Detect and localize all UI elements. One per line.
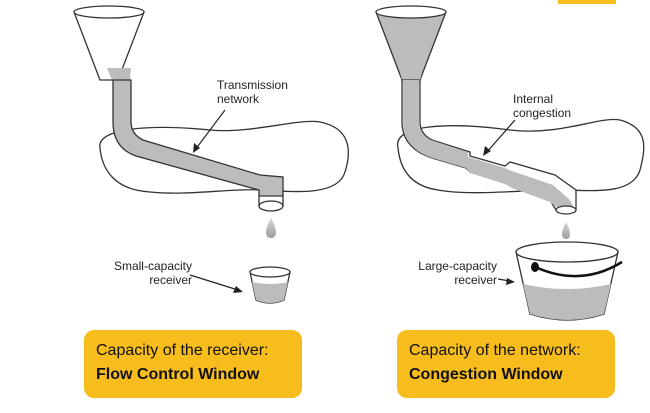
left-caption-line2: Flow Control Window xyxy=(96,366,260,383)
right-congestion-arrow xyxy=(483,119,516,156)
right-caption-box: Capacity of the network: Congestion Wind… xyxy=(397,330,615,398)
right-network-cloud xyxy=(397,118,645,194)
right-receiver-label: Large-capacity receiver xyxy=(404,259,497,287)
left-water-drop xyxy=(266,218,276,238)
left-network-arrow xyxy=(193,109,226,153)
left-caption-box: Capacity of the receiver: Flow Control W… xyxy=(84,330,302,398)
left-caption-line1: Capacity of the receiver: xyxy=(96,342,269,359)
left-network-label-line1: Transmission xyxy=(217,78,288,92)
left-funnel-icon xyxy=(73,5,145,81)
left-pipe xyxy=(112,79,284,212)
left-receiver-label-line1: Small-capacity xyxy=(113,259,192,273)
right-funnel-icon xyxy=(375,5,447,81)
right-receiver-label-line2: receiver xyxy=(454,273,497,287)
right-pipe xyxy=(401,79,577,215)
right-caption-line2: Congestion Window xyxy=(409,366,563,383)
left-network-cloud xyxy=(99,120,349,194)
right-receiver-bucket xyxy=(515,241,623,321)
left-receiver-cup xyxy=(249,266,291,304)
right-congestion-label-line2: congestion xyxy=(513,106,572,120)
left-receiver-label-line2: receiver xyxy=(149,273,192,287)
right-congestion-label: Internal congestion xyxy=(513,92,571,120)
left-receiver-arrow xyxy=(189,274,243,293)
right-water-drop xyxy=(562,222,570,239)
right-receiver-label-line1: Large-capacity xyxy=(418,259,497,273)
right-caption-line1: Capacity of the network: xyxy=(409,342,581,359)
left-network-label-line2: network xyxy=(217,92,260,106)
left-receiver-label: Small-capacity receiver xyxy=(100,259,192,287)
corner-accent-tab xyxy=(558,0,616,4)
right-receiver-arrow xyxy=(497,278,515,285)
left-network-label: Transmission network xyxy=(217,78,288,106)
right-congestion-label-line1: Internal xyxy=(513,92,554,106)
